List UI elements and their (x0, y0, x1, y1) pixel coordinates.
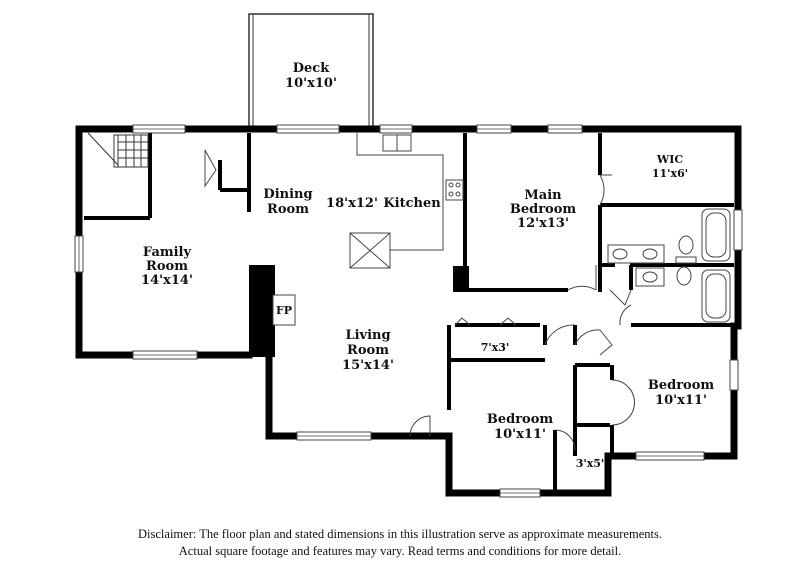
disclaimer-line-2: Actual square footage and features may v… (178, 544, 622, 558)
bath-fixtures (607, 208, 731, 323)
main-bedroom-name-1: Main (524, 188, 562, 203)
living-room-size: 15'x14' (342, 358, 394, 373)
doors (204, 149, 635, 451)
fireplace (272, 294, 296, 326)
living-room-name-2: Room (347, 343, 389, 358)
closet-7x3-size: 7'x3' (481, 341, 510, 354)
fireplace-label: FP (276, 304, 292, 317)
closet-3x5-size: 3'x5' (576, 457, 605, 470)
stairs (87, 132, 149, 168)
kitchen-size: 18'x12' (326, 196, 378, 211)
floor-plan: Deck 10'x10' Dining Room 18'x12' Kitchen… (74, 13, 743, 498)
bedroom-right-name: Bedroom (648, 378, 715, 393)
exterior-walls (75, 125, 742, 497)
dining-name-1: Dining (263, 187, 312, 202)
kitchen-name: Kitchen (383, 196, 441, 211)
deck-size: 10'x10' (285, 76, 337, 91)
living-room-name-1: Living (345, 328, 390, 343)
disclaimer: Disclaimer: The floor plan and stated di… (0, 526, 800, 560)
disclaimer-line-1: Disclaimer: The floor plan and stated di… (138, 527, 662, 541)
wic-size: 11'x6' (652, 167, 688, 180)
bedroom-right-size: 10'x11' (655, 393, 707, 408)
main-bedroom-size: 12'x13' (517, 216, 569, 231)
wic-name: WIC (656, 153, 683, 166)
room-labels: Deck 10'x10' Dining Room 18'x12' Kitchen… (141, 61, 714, 470)
kitchen-counters (349, 133, 464, 269)
interior-walls (84, 133, 734, 493)
family-room-name-1: Family (143, 245, 192, 260)
family-room-name-2: Room (146, 259, 188, 274)
bedroom-center-name: Bedroom (487, 412, 554, 427)
bedroom-center-size: 10'x11' (494, 427, 546, 442)
deck-name: Deck (293, 61, 330, 76)
family-room-size: 14'x14' (141, 273, 193, 288)
dining-name-2: Room (267, 202, 309, 217)
windows (74, 124, 743, 498)
deck (248, 13, 374, 128)
main-bedroom-name-2: Bedroom (510, 202, 577, 217)
